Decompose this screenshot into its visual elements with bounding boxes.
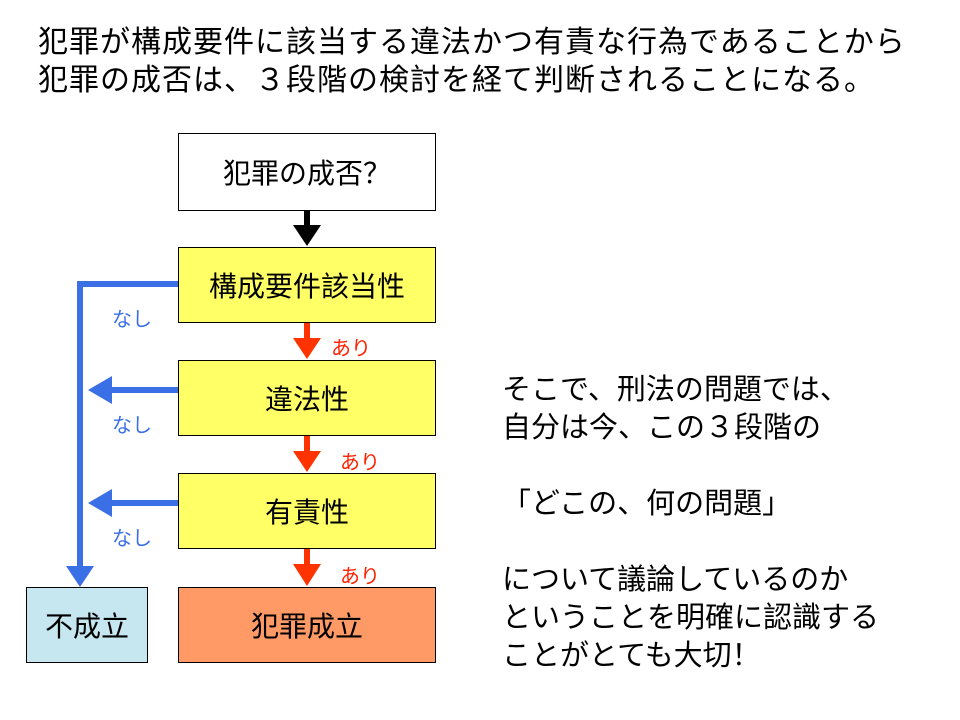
step-culpability-box: 有責性 — [178, 473, 436, 549]
side-note-spacer-2 — [502, 522, 942, 560]
yes-label-2: あり — [340, 450, 380, 474]
no-path-main — [66, 281, 178, 587]
yes-arrow-3 — [293, 549, 321, 586]
result-crime-established-box: 犯罪成立 — [178, 587, 436, 663]
side-note-line-1: そこで、刑法の問題では、 — [502, 372, 849, 406]
yes-arrow-1 — [293, 323, 321, 359]
yes-label-3: あり — [340, 564, 380, 588]
question-box: 犯罪の成否？ — [178, 133, 436, 211]
yes-arrow-2 — [293, 436, 321, 472]
start-arrow — [293, 211, 321, 246]
side-note-spacer-1 — [502, 446, 942, 484]
side-note: そこで、刑法の問題では、 自分は今、この３段階の 「どこの、何の問題」 について… — [502, 370, 942, 674]
intro-line-1: 犯罪が構成要件に該当する違法かつ有責な行為であることから — [38, 25, 906, 60]
side-note-line-5: ということを明確に認識する — [502, 600, 880, 634]
side-note-line-4: について議論しているのか — [502, 562, 849, 596]
no-label-1: なし — [112, 307, 152, 331]
step-constituent-elements-box: 構成要件該当性 — [178, 247, 436, 323]
step-illegality-box: 違法性 — [178, 360, 436, 436]
result-not-established-box: 不成立 — [26, 587, 148, 663]
side-note-line-6: ことがとても大切！ — [502, 638, 761, 672]
side-note-line-3: 「どこの、何の問題」 — [502, 486, 792, 520]
intro-text: 犯罪が構成要件に該当する違法かつ有責な行為であることから 犯罪の成否は、３段階の… — [38, 24, 938, 100]
intro-line-2: 犯罪の成否は、３段階の検討を経て判断されることになる。 — [38, 63, 875, 98]
no-arrow-illegality — [88, 376, 178, 404]
yes-label-1: あり — [331, 336, 371, 360]
no-arrow-culpability — [88, 489, 178, 517]
side-note-line-2: 自分は今、この３段階の — [502, 410, 822, 444]
no-label-3: なし — [112, 526, 152, 550]
no-label-2: なし — [112, 413, 152, 437]
